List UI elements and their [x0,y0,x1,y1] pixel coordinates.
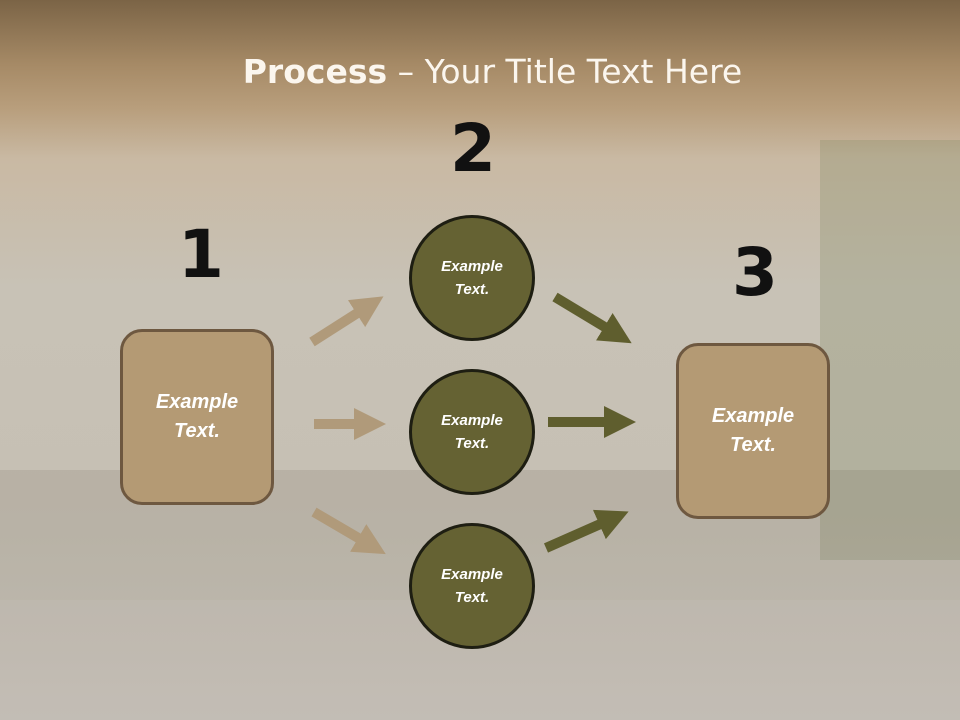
title-rest: – Your Title Text Here [387,52,743,91]
slide-title: Process – Your Title Text Here [0,52,960,91]
arrow-box1-to-circle-top [309,296,384,347]
arrow-circle-top-to-box3 [552,292,632,344]
step-box-1: Example Text. [120,329,274,505]
step-number-2: 2 [450,110,496,187]
step-box-3: Example Text. [676,343,830,519]
circle-middle: Example Text. [409,369,535,495]
background-wall [820,140,960,560]
circle-bottom: Example Text. [409,523,535,649]
circle-bottom-text: Example Text. [441,566,503,606]
title-bold: Process [242,52,388,91]
step-number-3: 3 [732,234,778,311]
arrow-box1-to-circle-bottom [311,507,386,555]
step-box-3-text: Example Text. [711,405,795,456]
circle-top: Example Text. [409,215,535,341]
step-box-1-text: Example Text. [155,391,239,442]
circle-middle-text: Example Text. [441,412,503,452]
circle-top-text: Example Text. [441,258,503,298]
step-number-1: 1 [178,216,224,293]
arrow-circle-bottom-to-box3 [543,509,629,553]
